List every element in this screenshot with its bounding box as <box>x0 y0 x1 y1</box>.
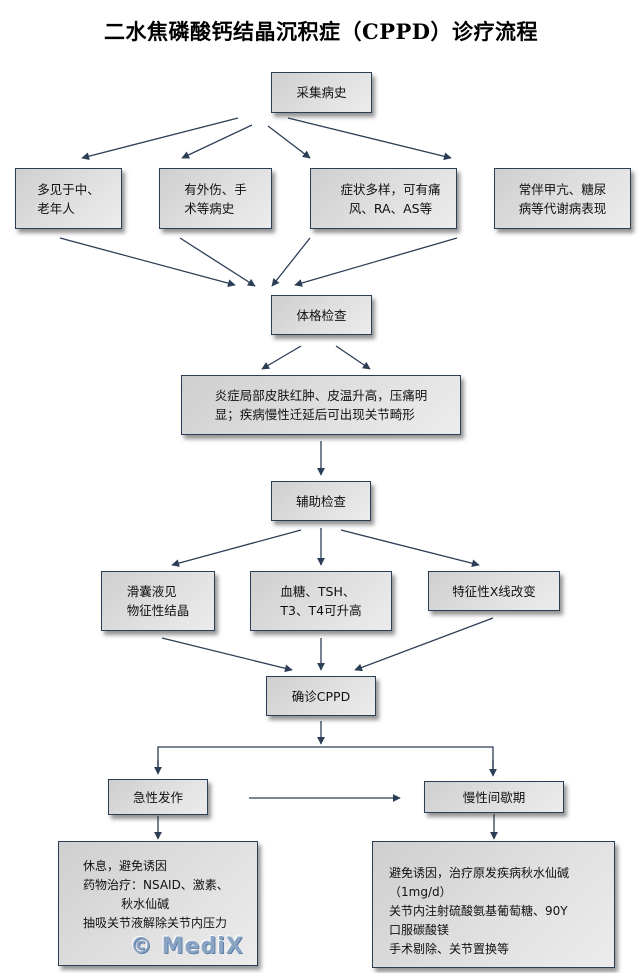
node-label: 休息，避免诱因 药物治疗：NSAID、激素、 秋水仙碱 抽吸关节液解除关节内压力 <box>83 859 229 930</box>
node-label: 常伴甲亢、糖尿 病等代谢病表现 <box>518 181 607 216</box>
page-title: 二水焦磷酸钙结晶沉积症（CPPD）诊疗流程 <box>103 19 538 44</box>
node-history-item-1: 多见于中、 老年人 <box>15 168 122 229</box>
node-label: 急性发作 <box>132 789 183 805</box>
arrow-exam-to-findings-left <box>261 345 302 370</box>
node-history: 采集病史 <box>271 72 372 113</box>
node-label: 辅助检查 <box>295 493 346 509</box>
node-label: 体格检查 <box>296 307 347 323</box>
node-chronic: 慢性间歇期 <box>424 781 564 813</box>
node-aux-exam: 辅助检查 <box>271 481 371 521</box>
arrow-aux-item-3-to-diagnosis <box>354 617 494 672</box>
watermark: © MediX <box>130 934 244 959</box>
arrow-aux-item-1-to-diagnosis <box>161 637 293 673</box>
node-history-item-4: 常伴甲亢、糖尿 病等代谢病表现 <box>494 168 631 229</box>
node-label: 有外伤、手 术等病史 <box>184 181 247 216</box>
node-label: 炎症局部皮肤红肿、皮温升高，压痛明 显；疾病慢性迁延后可出现关节畸形 <box>214 388 428 422</box>
arrow-history-to-item-4 <box>287 117 452 161</box>
node-label: 特征性X线改变 <box>452 583 536 599</box>
node-chronic-treatment: 避免诱因，治疗原发疾病秋水仙碱 （1mg/d） 关节内注射硫酸氨基葡萄糖、90Y… <box>372 841 615 968</box>
node-history-label: 采集病史 <box>296 85 347 100</box>
arrow-history-to-item-3 <box>267 125 311 159</box>
arrow-item-2-to-exam <box>179 237 256 287</box>
arrow-item-1-to-exam <box>59 237 236 287</box>
node-aux-item-1: 滑囊液见 物征性结晶 <box>101 571 215 631</box>
node-label: 避免诱因，治疗原发疾病秋水仙碱 （1mg/d） 关节内注射硫酸氨基葡萄糖、90Y… <box>389 866 570 956</box>
node-history-item-3: 症状多样，可有痛 风、RA、AS等 <box>310 168 457 229</box>
node-label: 慢性间歇期 <box>462 789 526 805</box>
node-history-item-2: 有外伤、手 术等病史 <box>159 168 272 229</box>
arrow-item-4-to-exam <box>294 237 458 287</box>
node-aux-item-3: 特征性X线改变 <box>428 571 560 611</box>
node-label: 多见于中、 老年人 <box>37 181 100 216</box>
node-label: 症状多样，可有痛 风、RA、AS等 <box>340 181 441 216</box>
node-label: 滑囊液见 物征性结晶 <box>126 584 190 618</box>
arrow-history-to-item-1 <box>81 117 239 161</box>
node-diagnosis: 确诊CPPD <box>266 676 376 716</box>
node-label: 血糖、TSH、 T3、T4可升高 <box>280 584 362 618</box>
arrow-aux-to-item-1 <box>171 529 302 567</box>
node-acute: 急性发作 <box>108 779 208 815</box>
arrow-item-3-to-exam <box>271 237 311 287</box>
node-physical-exam: 体格检查 <box>271 295 372 335</box>
branch-line <box>157 746 494 775</box>
node-acute-treatment: 休息，避免诱因 药物治疗：NSAID、激素、 秋水仙碱 抽吸关节液解除关节内压力 <box>58 841 258 966</box>
node-label: 确诊CPPD <box>291 688 351 704</box>
arrow-history-to-item-2 <box>181 124 253 159</box>
node-physical-findings: 炎症局部皮肤红肿、皮温升高，压痛明 显；疾病慢性迁延后可出现关节畸形 <box>181 375 461 435</box>
node-aux-item-2: 血糖、TSH、 T3、T4可升高 <box>250 571 392 631</box>
arrow-exam-to-findings-right <box>335 345 371 370</box>
arrow-aux-to-item-3 <box>340 529 480 568</box>
